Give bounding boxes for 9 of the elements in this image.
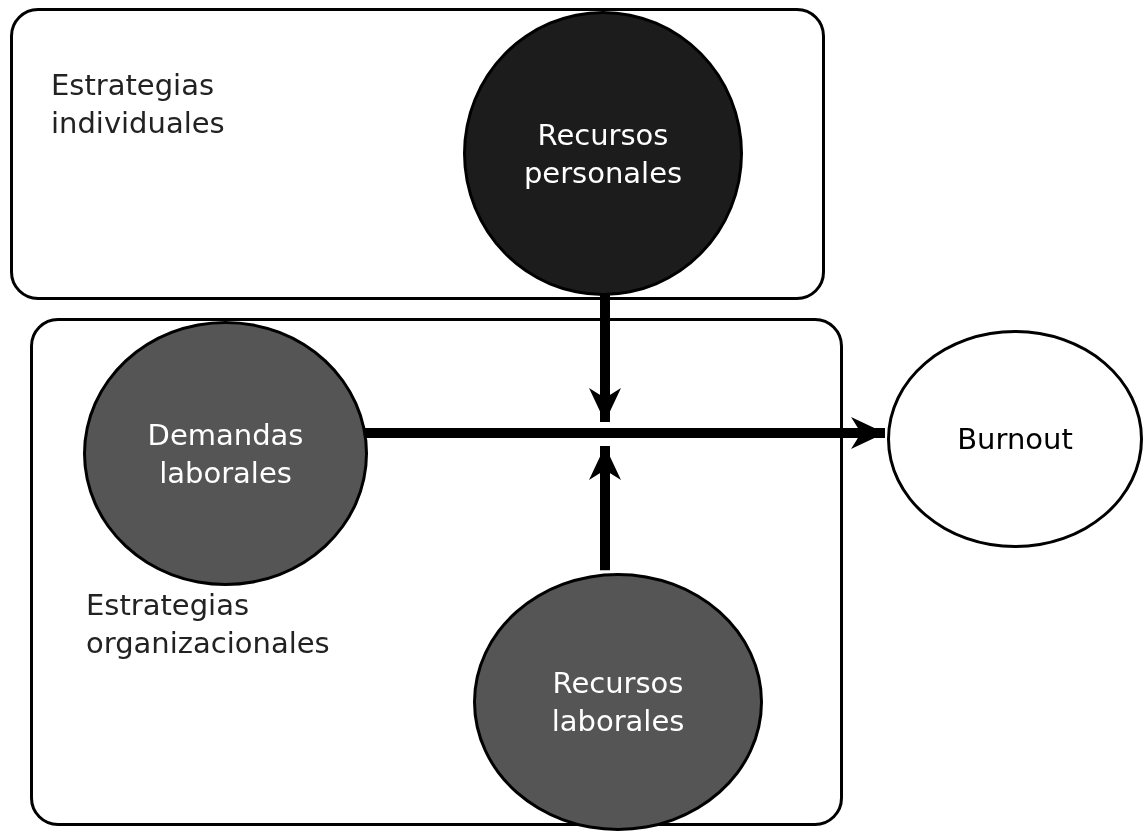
- node-label: Burnout: [956, 421, 1074, 458]
- node-label: Recursos laborales: [550, 665, 686, 740]
- strategy-panel: [10, 8, 825, 300]
- panel-heading: Estrategias organizacionales: [86, 587, 331, 662]
- panel-heading: Estrategias individuales: [51, 67, 226, 142]
- node-label: Recursos personales: [522, 116, 684, 192]
- node-label: Demandas laborales: [146, 416, 305, 492]
- arrow: [364, 417, 885, 449]
- arrow: [589, 446, 621, 571]
